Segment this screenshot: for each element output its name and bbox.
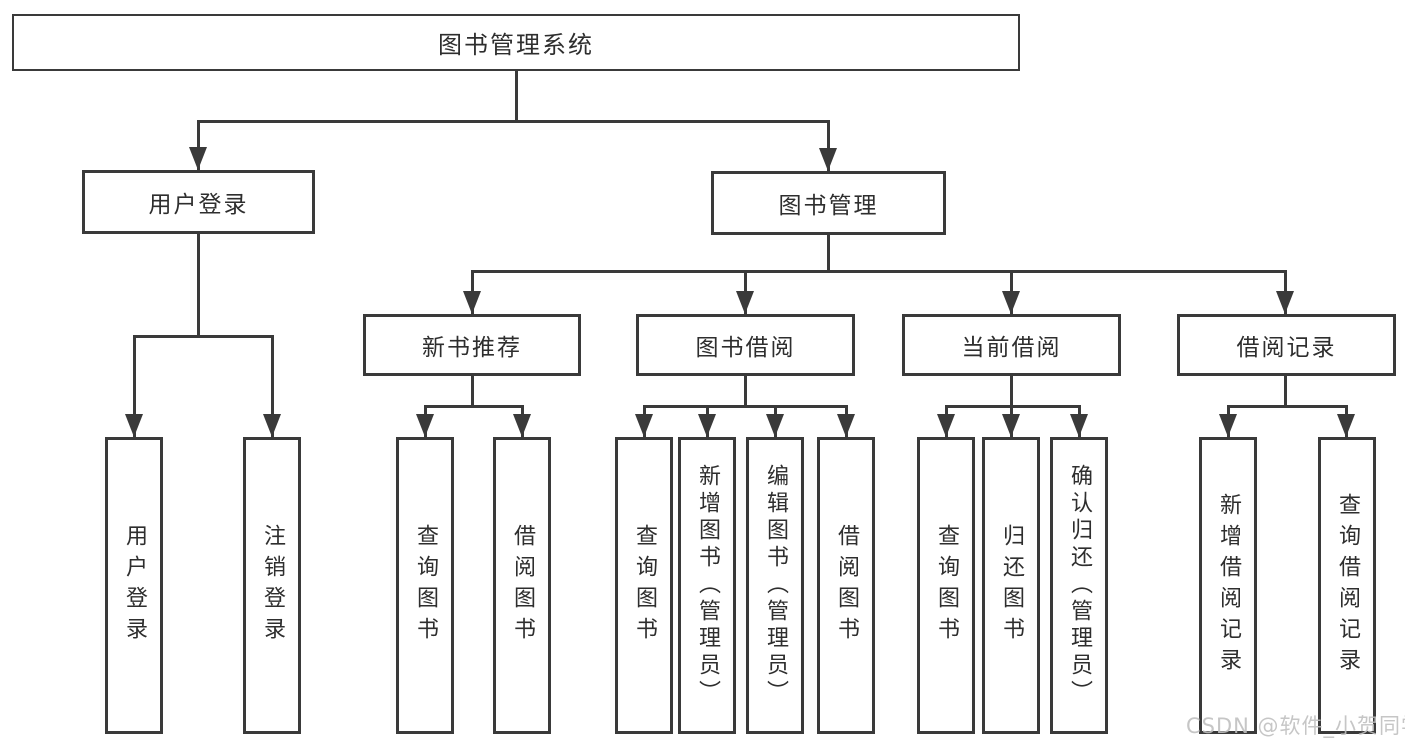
node-new-book-recommendation: 新书推荐 (363, 314, 581, 376)
arrowhead-edit-books (766, 414, 784, 437)
node-label: 注销登录 (260, 523, 285, 648)
node-label: 当前借阅 (961, 335, 1062, 361)
node-borrowing-records: 借阅记录 (1177, 314, 1396, 376)
arrowhead-query-books-2 (635, 414, 653, 437)
arrowhead-query-books-1 (416, 414, 434, 437)
connector-new-book-stem (471, 376, 474, 408)
connector-borrowing-records-stem (1284, 376, 1287, 408)
leaf-borrow-books-recommend: 借阅图书 (493, 437, 551, 734)
leaf-query-books-recommend: 查询图书 (396, 437, 454, 734)
node-label: 编辑图书（管理员） (763, 464, 788, 707)
connector-drop-leaf-user-login (133, 335, 136, 437)
node-user-login: 用户登录 (82, 170, 315, 234)
arrowhead-borrow-books-2 (837, 414, 855, 437)
leaf-query-books-current: 查询图书 (917, 437, 975, 734)
node-label: 确认归还（管理员） (1067, 464, 1092, 707)
node-book-borrowing: 图书借阅 (636, 314, 855, 376)
connector-user-login-stem (197, 234, 200, 336)
node-label: 新增借阅记录 (1216, 492, 1241, 679)
connector-new-book-bar (424, 405, 523, 408)
arrowhead-query-borrow-record (1337, 414, 1355, 437)
arrowhead-leaf-logout (263, 414, 281, 437)
csdn-watermark: CSDN @软件_小贺同学 (1186, 714, 1405, 738)
arrowhead-user-login (189, 147, 207, 170)
arrowhead-borrow-books-1 (513, 414, 531, 437)
leaf-edit-books-admin: 编辑图书（管理员） (746, 437, 804, 734)
node-label: 查询图书 (413, 523, 438, 648)
arrowhead-current-borrowing (1002, 291, 1020, 314)
node-label: 新书推荐 (422, 335, 522, 361)
connector-book-borrowing-stem (744, 376, 747, 408)
node-label: 用户登录 (148, 192, 249, 218)
arrowhead-borrowing-records (1276, 291, 1294, 314)
connector-drop-user-login (197, 120, 200, 170)
connector-borrowing-records-bar (1227, 405, 1347, 408)
connector-current-borrowing-stem (1010, 376, 1013, 408)
arrowhead-add-borrow-record (1219, 414, 1237, 437)
connector-book-borrowing-bar (643, 405, 848, 408)
node-label: 查询图书 (934, 523, 959, 648)
connector-user-login-bar (133, 335, 274, 338)
arrowhead-query-books-3 (937, 414, 955, 437)
node-label: 借阅记录 (1236, 335, 1337, 361)
connector-root-bar (197, 120, 829, 123)
connector-drop-book-management (827, 120, 830, 171)
arrowhead-leaf-user-login (125, 414, 143, 437)
node-label: 借阅图书 (834, 523, 859, 648)
leaf-borrow-books-borrowing: 借阅图书 (817, 437, 875, 734)
node-book-management: 图书管理 (711, 171, 946, 235)
node-label: 查询图书 (632, 523, 657, 648)
arrowhead-confirm-return (1070, 414, 1088, 437)
leaf-query-borrow-record: 查询借阅记录 (1318, 437, 1376, 734)
arrowhead-add-books (698, 414, 716, 437)
leaf-user-login: 用户登录 (105, 437, 163, 734)
node-label: 图书管理 (778, 193, 879, 219)
arrowhead-new-book (463, 291, 481, 314)
connector-book-management-bar (471, 270, 1287, 273)
leaf-confirm-return-admin: 确认归还（管理员） (1050, 437, 1108, 734)
node-label: 查询借阅记录 (1335, 492, 1360, 679)
arrowhead-book-management (819, 148, 837, 171)
node-library-management-system: 图书管理系统 (12, 14, 1020, 71)
connector-root-stem (515, 71, 518, 121)
node-label: 新增图书（管理员） (695, 464, 720, 707)
node-label: 图书借阅 (695, 335, 796, 361)
leaf-add-borrow-record: 新增借阅记录 (1199, 437, 1257, 734)
connector-book-management-stem (827, 235, 830, 272)
node-label: 借阅图书 (510, 523, 535, 648)
arrowhead-book-borrowing (736, 291, 754, 314)
node-label: 图书管理系统 (438, 31, 594, 59)
node-current-borrowing: 当前借阅 (902, 314, 1121, 376)
leaf-logout: 注销登录 (243, 437, 301, 734)
leaf-add-books-admin: 新增图书（管理员） (678, 437, 736, 734)
connector-current-borrowing-bar (945, 405, 1081, 408)
leaf-return-books: 归还图书 (982, 437, 1040, 734)
node-label: 用户登录 (122, 523, 147, 648)
arrowhead-return-books (1002, 414, 1020, 437)
node-label: 归还图书 (999, 523, 1024, 648)
leaf-query-books-borrowing: 查询图书 (615, 437, 673, 734)
connector-drop-leaf-logout (271, 335, 274, 437)
